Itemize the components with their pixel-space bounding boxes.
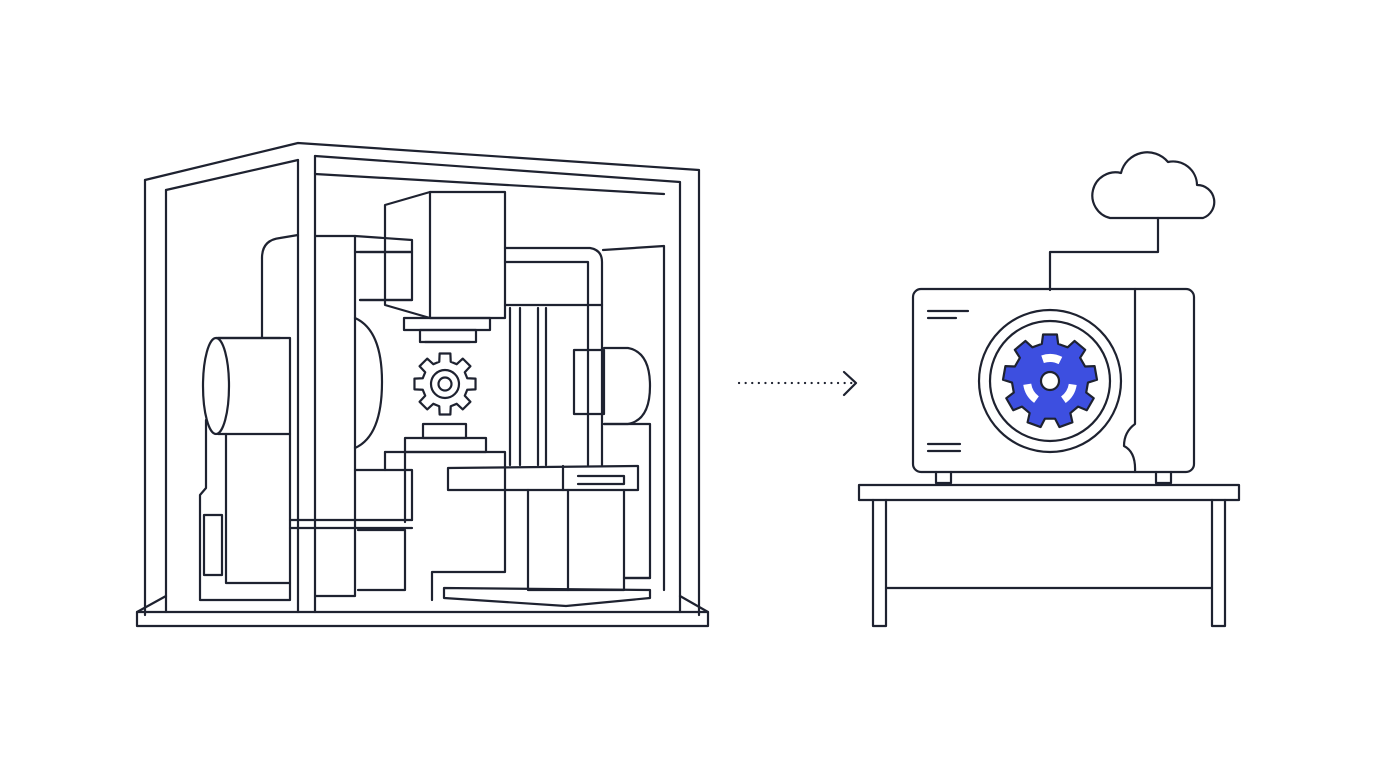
compact-machine-unit-icon bbox=[857, 151, 1241, 628]
cloud-icon bbox=[1091, 151, 1216, 220]
gear-slot bbox=[1023, 383, 1040, 403]
device-housing bbox=[911, 287, 1196, 485]
gear-icon bbox=[1001, 333, 1099, 429]
gear-icon bbox=[413, 352, 477, 416]
gear-outline bbox=[413, 352, 477, 416]
right-gantry bbox=[503, 244, 666, 592]
gear-hub bbox=[437, 376, 453, 392]
machine-base bbox=[135, 154, 710, 628]
gear-hub bbox=[1039, 370, 1061, 392]
industrial-machine-in-cage-icon bbox=[135, 141, 710, 628]
machine-column bbox=[314, 234, 414, 598]
gear-slot bbox=[1041, 354, 1063, 365]
left-robot-arm bbox=[198, 233, 414, 602]
table-icon bbox=[857, 483, 1241, 628]
dotted-arrow-right-icon bbox=[737, 370, 858, 397]
cloud-connection-line bbox=[1048, 216, 1160, 292]
gear-ring bbox=[429, 368, 461, 400]
gear-slot bbox=[1060, 383, 1077, 403]
cage-frame bbox=[143, 141, 701, 617]
spindle-head bbox=[383, 190, 507, 344]
work-table bbox=[383, 422, 652, 608]
right-robot-arm bbox=[572, 346, 652, 580]
